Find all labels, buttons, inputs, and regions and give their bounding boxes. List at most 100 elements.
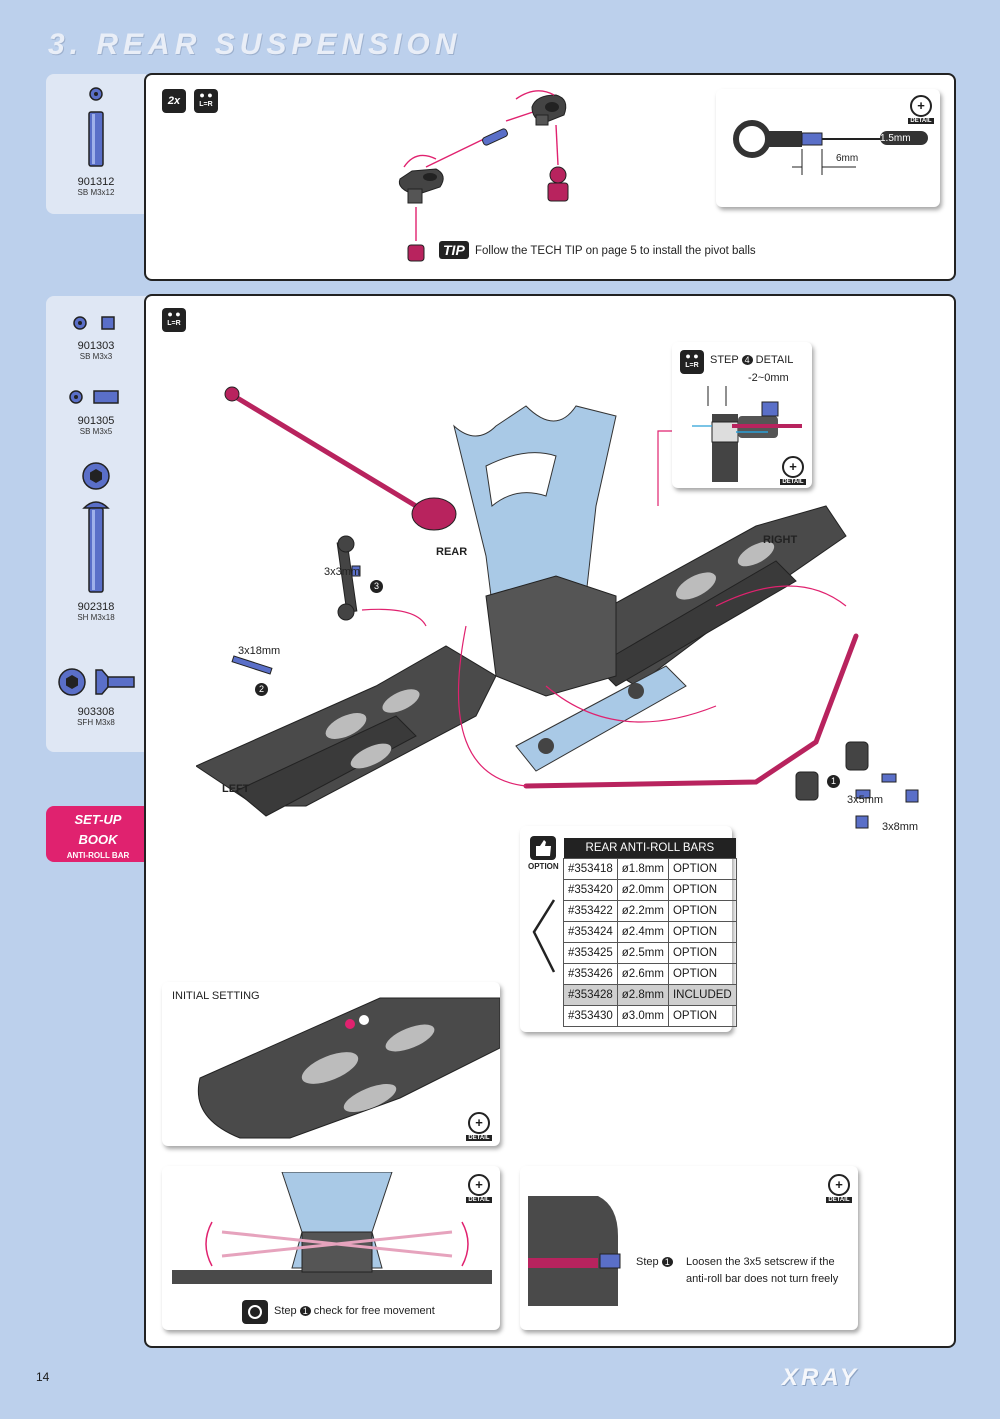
table-cell: OPTION (667, 879, 737, 901)
detail-title-word: STEP (710, 354, 739, 366)
left-suspension-arm (196, 645, 497, 817)
magnifier-icon: + (468, 1174, 490, 1196)
table-cell: ø2.5mm (616, 942, 669, 964)
step-word: Step (636, 1256, 659, 1268)
table-cell: ø2.0mm (616, 879, 669, 901)
initial-setting-title: INITIAL SETTING (172, 990, 260, 1002)
step-word: Step (274, 1305, 297, 1317)
table-cell: #353428 (563, 984, 618, 1006)
detail-icon: +DETAIL (908, 95, 934, 124)
step-num: 1 (661, 1257, 673, 1267)
setup-book-tag[interactable]: SET-UP BOOK ANTI-ROLL BAR (46, 806, 150, 862)
part-number: 903308 (77, 706, 115, 718)
magnifier-icon: + (910, 95, 932, 117)
initial-setting-card: INITIAL SETTING +DETAIL (162, 982, 500, 1146)
ball-end-depth-diagram (733, 120, 928, 175)
table-cell: OPTION (667, 921, 737, 943)
detail-label: DETAIL (826, 1197, 852, 1203)
step-4-detail-card: ● ●L=R STEP 4 DETAIL -2~0mm +DETAIL (672, 342, 812, 488)
table-cell: ø3.0mm (616, 1005, 669, 1027)
right-label: RIGHT (763, 534, 798, 546)
setscrew-3x5-icon (69, 390, 119, 404)
detail-icon: +DETAIL (826, 1174, 852, 1203)
free-movement-text: Step 1 check for free movement (274, 1305, 435, 1317)
option-label: OPTION (528, 862, 559, 871)
table-title: REAR ANTI-ROLL BARS (563, 838, 737, 859)
setscrew-location-diagram (528, 1196, 621, 1306)
table-cell: #353420 (563, 879, 618, 901)
pin-screw-icon (88, 87, 104, 167)
screw-3x8-label: 3x8mm (882, 821, 919, 833)
brand-logo: XRAY (782, 1364, 859, 1391)
table-cell: ø2.2mm (616, 900, 669, 922)
part-desc: SB M3x12 (77, 188, 115, 197)
part-number: 901303 (77, 340, 115, 352)
screws (231, 565, 919, 829)
part-desc: SB M3x3 (79, 352, 113, 361)
shock-tower (453, 405, 617, 637)
quantity-badge: 2x (162, 89, 186, 113)
loosen-instruction-line2: anti-roll bar does not turn freely (686, 1273, 839, 1285)
screw-3x18-label: 3x18mm (238, 645, 281, 657)
anti-roll-bar (523, 633, 859, 789)
step-2-panel: ● ●L=R (144, 294, 956, 1348)
step-1-panel: 2x ● ●L=R TIP Follow the TECH TIP on pag (144, 73, 956, 281)
lr-label: L=R (167, 320, 181, 327)
detail-label: DETAIL (466, 1135, 492, 1141)
anti-roll-bar-holders (795, 741, 869, 801)
setup-book-sub: ANTI-ROLL BAR (66, 851, 130, 860)
thumbs-up-option-icon (530, 836, 556, 860)
table-cell: INCLUDED (667, 984, 737, 1006)
ball-end-right (531, 94, 567, 126)
parts-sidebar-top: 901312 SB M3x12 (46, 74, 146, 214)
gap-label: -2~0mm (748, 372, 789, 384)
detail-title-suffix: DETAIL (755, 354, 794, 366)
detail-icon: +DETAIL (780, 456, 806, 485)
part-desc: SH M3x18 (77, 613, 115, 622)
setup-book-line2: BOOK (78, 832, 118, 847)
table-cell: ø2.8mm (616, 984, 669, 1006)
part-number: 902318 (77, 601, 115, 613)
flat-head-screw-icon (58, 668, 135, 696)
left-equals-right-icon: ● ●L=R (194, 89, 218, 113)
left-equals-right-icon: ● ●L=R (680, 350, 704, 374)
rear-brace (515, 665, 687, 772)
table-cell: ø2.6mm (616, 963, 669, 985)
screw-3x5-label: 3x5mm (847, 794, 884, 806)
lr-label: L=R (685, 362, 699, 369)
screw-3x3-label: 3x3mm (324, 566, 361, 578)
left-equals-right-icon: ● ●L=R (162, 308, 186, 332)
table-cell: #353422 (563, 900, 618, 922)
page-title: 3. REAR SUSPENSION (48, 28, 462, 61)
part-desc: SFH M3x8 (77, 718, 115, 727)
parts-sidebar-main: 901303 SB M3x3 901305 SB M3x5 902318 SH … (46, 296, 146, 752)
table-cell: OPTION (667, 942, 737, 964)
step-marker-3: 3 (370, 580, 383, 593)
table-cell: OPTION (667, 900, 737, 922)
part-desc: SB M3x5 (79, 427, 113, 436)
initial-setting-arm-diagram (197, 997, 500, 1139)
setup-book-line1: SET-UP (74, 812, 122, 827)
table-cell: ø2.4mm (616, 921, 669, 943)
magnifier-icon: + (828, 1174, 850, 1196)
table-cell: ø1.8mm (616, 858, 669, 880)
table-cell: #353418 (563, 858, 618, 880)
table-cell: OPTION (667, 963, 737, 985)
lr-label: L=R (199, 101, 213, 108)
detail-label: DETAIL (908, 118, 934, 124)
loosen-step-label: Step 1 (636, 1256, 673, 1268)
rear-bulkhead (485, 575, 617, 697)
step-4-detail-title: STEP 4 DETAIL (710, 354, 793, 366)
socket-head-screw-icon (82, 462, 110, 593)
rear-label: REAR (436, 546, 468, 558)
table-cell: #353425 (563, 942, 618, 964)
magnifier-icon: + (468, 1112, 490, 1134)
step-num: 1 (299, 1306, 311, 1316)
